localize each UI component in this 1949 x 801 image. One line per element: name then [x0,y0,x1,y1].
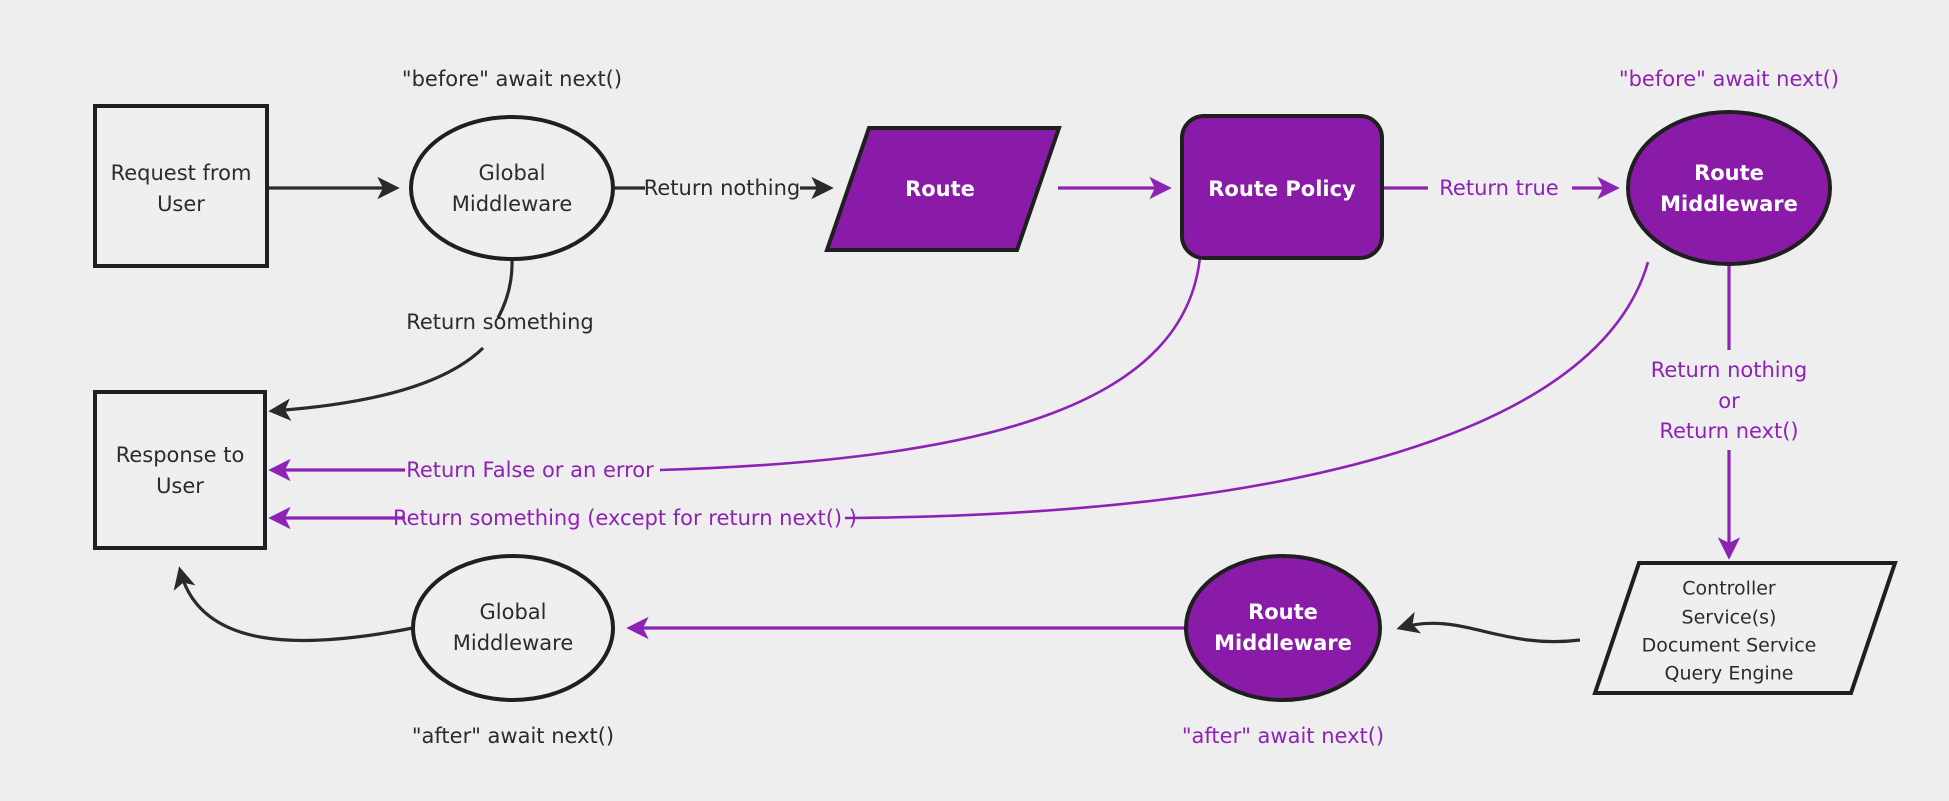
route-middleware-bottom-shape [1184,554,1382,702]
annotation-before-await-next-global: "before" await next() [402,67,622,91]
global-middleware-top-label-line1: Global [479,161,546,185]
edge-label-return-nothing-or-line2: or [1718,389,1740,413]
annotation-after-await-next-global: "after" await next() [412,724,614,748]
node-controller-services[interactable]: Controller Service(s) Document Service Q… [1592,561,1898,695]
node-route-middleware-top[interactable]: Route Middleware [1626,110,1832,266]
route-middleware-top-label-line2: Middleware [1660,192,1798,216]
edge-label-return-true: Return true [1439,176,1558,200]
route-middleware-top-shape [1626,110,1832,266]
controller-services-label-line2: Service(s) [1682,607,1777,629]
node-response-to-user[interactable]: Response to User [93,390,267,550]
edge-label-return-nothing-or-line3: Return next() [1659,419,1798,443]
global-middleware-bottom-label-line2: Middleware [453,631,574,655]
route-shape [824,126,1062,252]
controller-services-label-line1: Controller [1682,578,1776,600]
edge-label-return-false-or-error: Return False or an error [406,458,654,482]
edge-route-policy-to-response-false-curve [659,256,1202,472]
route-policy-shape [1180,114,1384,260]
global-middleware-top-shape [409,115,615,261]
edge-global-middleware-bottom-to-response [173,566,414,643]
route-policy-label: Route Policy [1208,177,1356,201]
edge-route-middleware-to-response-something-curve [844,261,1650,520]
global-middleware-bottom-shape [411,554,615,702]
response-to-user-label-line1: Response to [116,443,245,467]
route-label: Route [905,177,975,201]
edge-label-return-something-except: Return something (except for return next… [393,506,857,530]
request-from-user-label-line1: Request from [111,161,252,185]
route-middleware-bottom-label-line2: Middleware [1214,631,1352,655]
request-from-user-shape [93,104,269,268]
response-to-user-label-line2: User [156,474,204,498]
edge-controller-to-route-middleware-bottom [1396,611,1581,644]
edge-global-middleware-return-something-upper [496,258,514,319]
node-request-from-user[interactable]: Request from User [93,104,269,268]
request-from-user-label-line2: User [157,192,205,216]
edge-global-middleware-return-something-to-response [268,346,485,421]
controller-services-label-line3: Document Service [1642,635,1817,657]
node-route-middleware-bottom[interactable]: Route Middleware [1184,554,1382,702]
response-to-user-shape [93,390,267,550]
controller-services-shape [1592,561,1898,695]
node-global-middleware-top[interactable]: Global Middleware [409,115,615,261]
annotation-before-await-next-route: "before" await next() [1619,67,1839,91]
controller-services-label-line4: Query Engine [1665,663,1794,685]
route-middleware-top-label-line1: Route [1694,161,1764,185]
global-middleware-bottom-label-line1: Global [480,600,547,624]
edge-label-return-nothing-or-line1: Return nothing [1651,358,1808,382]
annotation-after-await-next-route: "after" await next() [1182,724,1384,748]
node-global-middleware-bottom[interactable]: Global Middleware [411,554,615,702]
route-middleware-bottom-label-line1: Route [1248,600,1318,624]
global-middleware-top-label-line2: Middleware [452,192,573,216]
edge-label-return-something: Return something [406,310,594,334]
edge-label-return-nothing: Return nothing [644,176,801,200]
node-route-policy[interactable]: Route Policy [1180,114,1384,260]
node-route[interactable]: Route [824,126,1062,252]
